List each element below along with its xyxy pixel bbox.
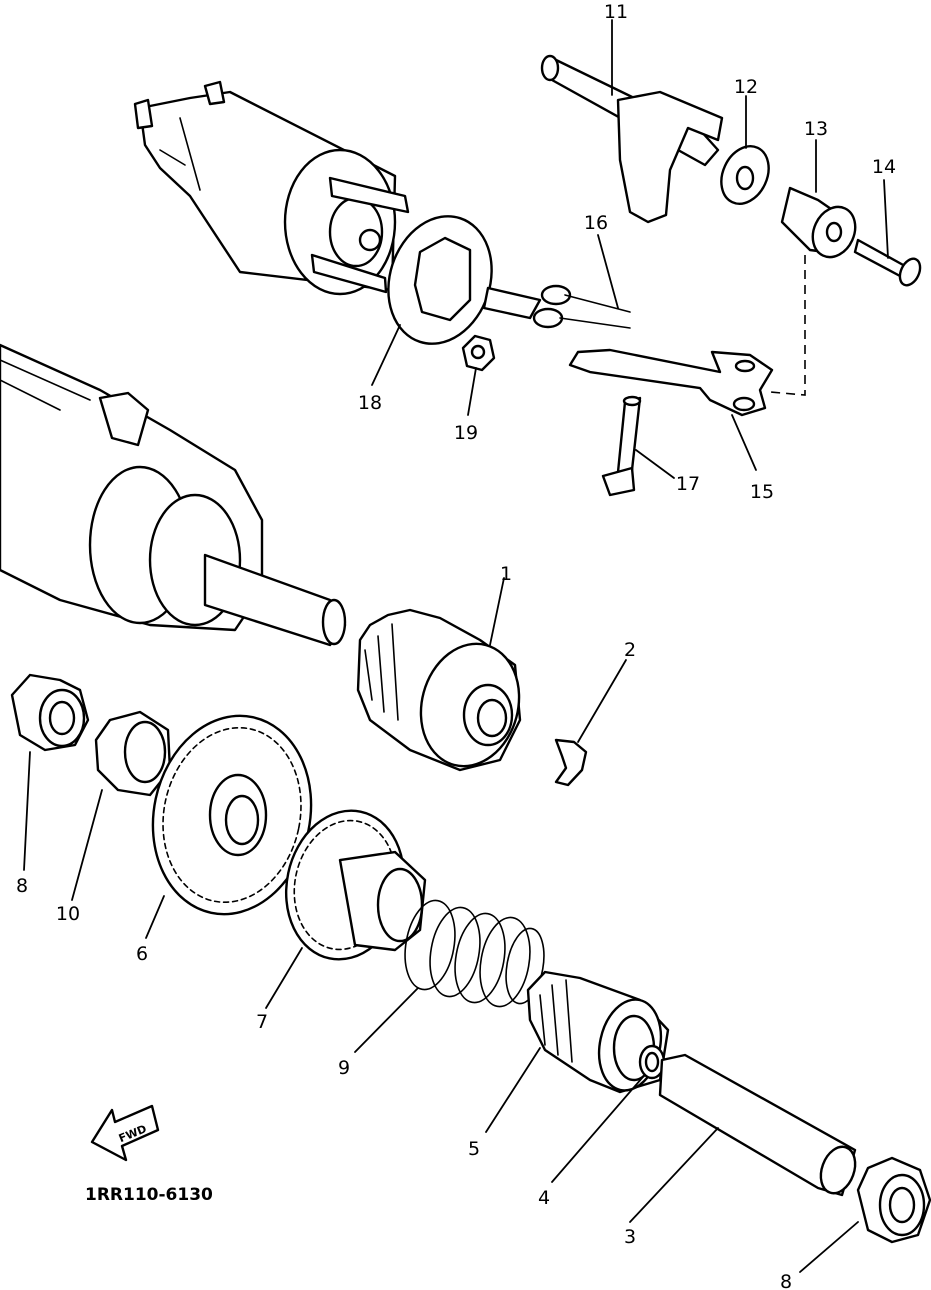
part-11-lever-shaft: [540, 54, 724, 224]
part-16-spring: [482, 284, 631, 329]
callout-5: 5: [468, 1138, 480, 1160]
starter-solenoid: [133, 80, 410, 296]
part-17-pin: [601, 395, 642, 497]
callout-12: 12: [734, 76, 758, 98]
part-12-washer: [720, 145, 770, 205]
part-9-spring: [404, 899, 545, 1008]
part-8-bearing-right: [856, 1156, 931, 1244]
part-15-lever: [568, 348, 774, 417]
part-1-clutch-gear: [356, 608, 522, 772]
part-8-bearing-left: [10, 673, 90, 752]
part-14-bolt: [853, 238, 922, 287]
callout-3: 3: [624, 1226, 636, 1248]
fwd-arrow-icon: FWD: [90, 1104, 160, 1162]
callout-19: 19: [454, 422, 478, 444]
part-18-gasket: [387, 215, 493, 345]
callout-9: 9: [338, 1057, 350, 1079]
callout-8-left: 8: [16, 875, 28, 897]
part-13-collar: [780, 186, 857, 259]
callout-6: 6: [136, 943, 148, 965]
callout-11: 11: [604, 1, 628, 23]
callout-labels: 11 12 13 14 16 18 19 17 15 1 2 8 10 6 7 …: [16, 1, 896, 1290]
callout-7: 7: [256, 1011, 268, 1033]
starter-motor: [0, 343, 347, 647]
callout-4: 4: [538, 1187, 550, 1209]
part-4-bushing: [638, 1044, 666, 1080]
callout-1: 1: [500, 563, 512, 585]
callout-8-right: 8: [780, 1271, 792, 1290]
part-7-gear: [284, 809, 427, 961]
leader-lines: [23, 19, 889, 1273]
part-3-shaft: [658, 1053, 857, 1197]
callout-17: 17: [676, 473, 700, 495]
diagram-code: 1RR110-6130: [85, 1185, 213, 1205]
callout-15: 15: [750, 481, 774, 503]
part-2-circlip: [554, 738, 588, 787]
part-10-washer: [94, 710, 172, 797]
callout-16: 16: [584, 212, 608, 234]
callout-2: 2: [624, 639, 636, 661]
callout-18: 18: [358, 392, 382, 414]
callout-14: 14: [872, 156, 896, 178]
part-19-nut: [461, 334, 496, 372]
assembly-dash-line: [769, 255, 806, 396]
callout-10: 10: [56, 903, 80, 925]
callout-13: 13: [804, 118, 828, 140]
